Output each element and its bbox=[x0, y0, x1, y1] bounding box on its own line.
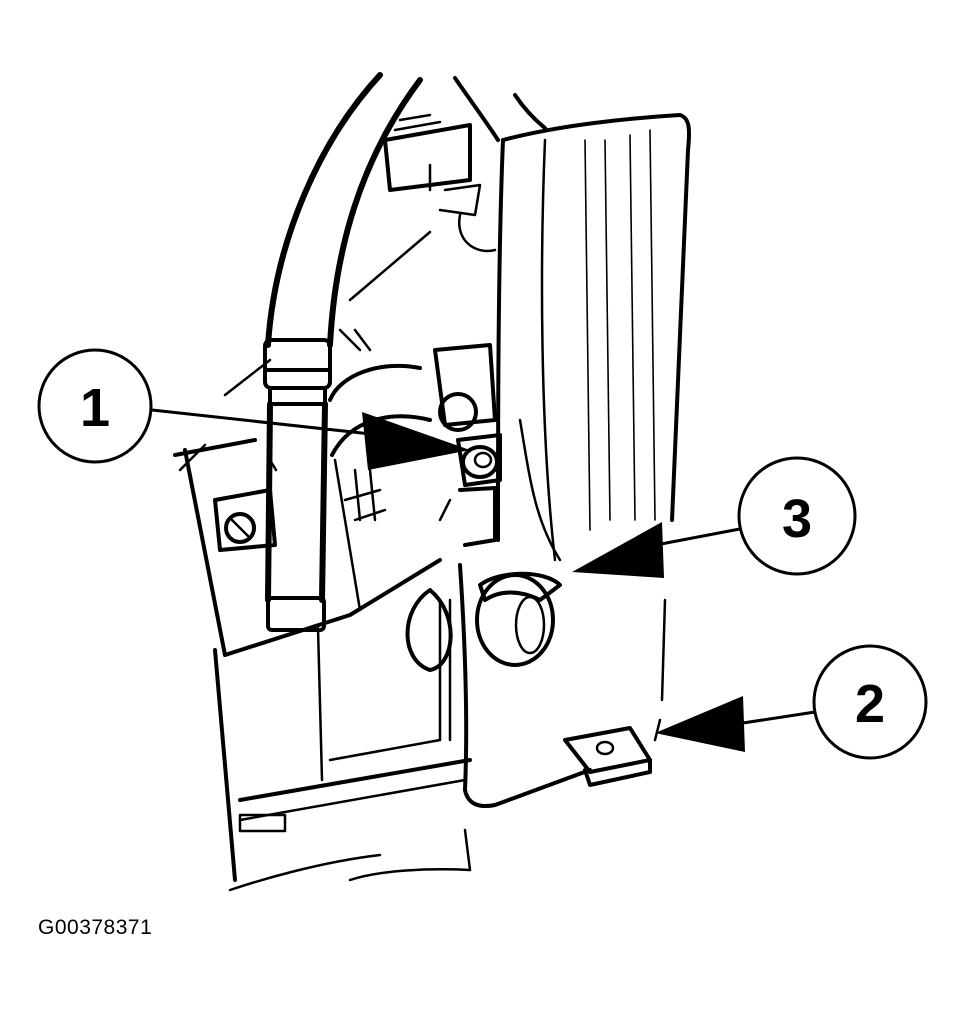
callout-3-label: 3 bbox=[782, 489, 812, 549]
engine-structure bbox=[173, 72, 547, 892]
callout-2: 2 bbox=[655, 644, 928, 760]
callout-1-circle bbox=[37, 348, 153, 464]
heat-shield-panel bbox=[458, 113, 691, 809]
callout-2-circle bbox=[812, 644, 928, 760]
figure-id: G00378371 bbox=[38, 916, 153, 939]
callout-1: 1 bbox=[37, 348, 470, 470]
callout-3-arrowhead bbox=[572, 522, 664, 578]
mounting-clip bbox=[563, 726, 652, 787]
callout-1-arrowhead bbox=[362, 412, 470, 470]
callout-2-label: 2 bbox=[855, 674, 885, 734]
callout-1-label: 1 bbox=[80, 378, 110, 438]
callout-3-circle bbox=[737, 456, 857, 576]
callout-2-arrowhead bbox=[655, 696, 745, 752]
callout-3: 3 bbox=[572, 456, 857, 578]
